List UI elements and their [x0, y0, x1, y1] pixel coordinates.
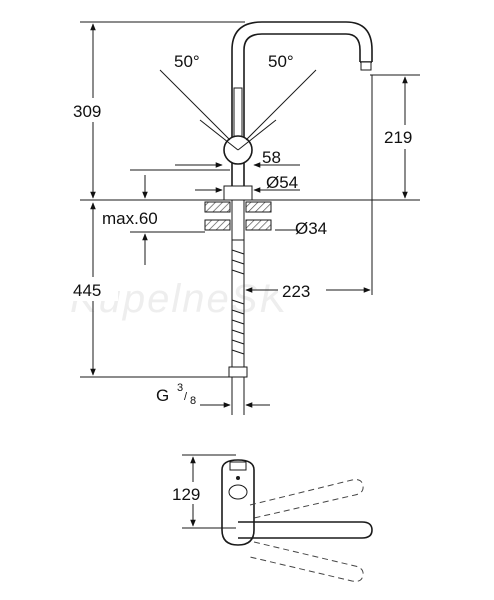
dim-base-diameter-label: Ø54 [266, 173, 298, 192]
dim-hole-diameter-label: Ø34 [295, 219, 327, 238]
deck-mount [204, 199, 272, 378]
dim-spout-height-label: 219 [384, 128, 412, 147]
dim-spout-reach: 223 [245, 75, 373, 301]
dim-hose-length: 445 [68, 202, 118, 376]
dim-handle-offset-label: 58 [262, 148, 281, 167]
angle-right-label: 50° [268, 52, 294, 71]
plan-view: 129 [170, 454, 373, 582]
dim-total-height: 309 [68, 23, 118, 199]
dim-connection-num: 3 [177, 382, 183, 394]
svg-text:/: / [184, 391, 188, 403]
dim-total-height-label: 309 [73, 102, 101, 121]
dim-spout-reach-label: 223 [282, 282, 310, 301]
dim-hole: Ø34 [275, 219, 327, 238]
angle-left-label: 50° [174, 52, 200, 71]
dim-hose-length-label: 445 [73, 281, 101, 300]
dim-connection-label: G [156, 386, 169, 405]
dim-connection-den: 8 [190, 395, 196, 407]
dim-base: 58 Ø54 [175, 148, 300, 193]
faucet-body [223, 21, 373, 201]
dim-max-deck: max.60 [102, 175, 158, 265]
dim-connection: G 3 / 8 [156, 377, 270, 415]
angle-lines: 50° 50° [159, 52, 317, 151]
dim-plan-depth-label: 129 [172, 485, 200, 504]
dim-max-deck-label: max.60 [102, 209, 158, 228]
dim-spout-height: 219 [380, 76, 430, 199]
